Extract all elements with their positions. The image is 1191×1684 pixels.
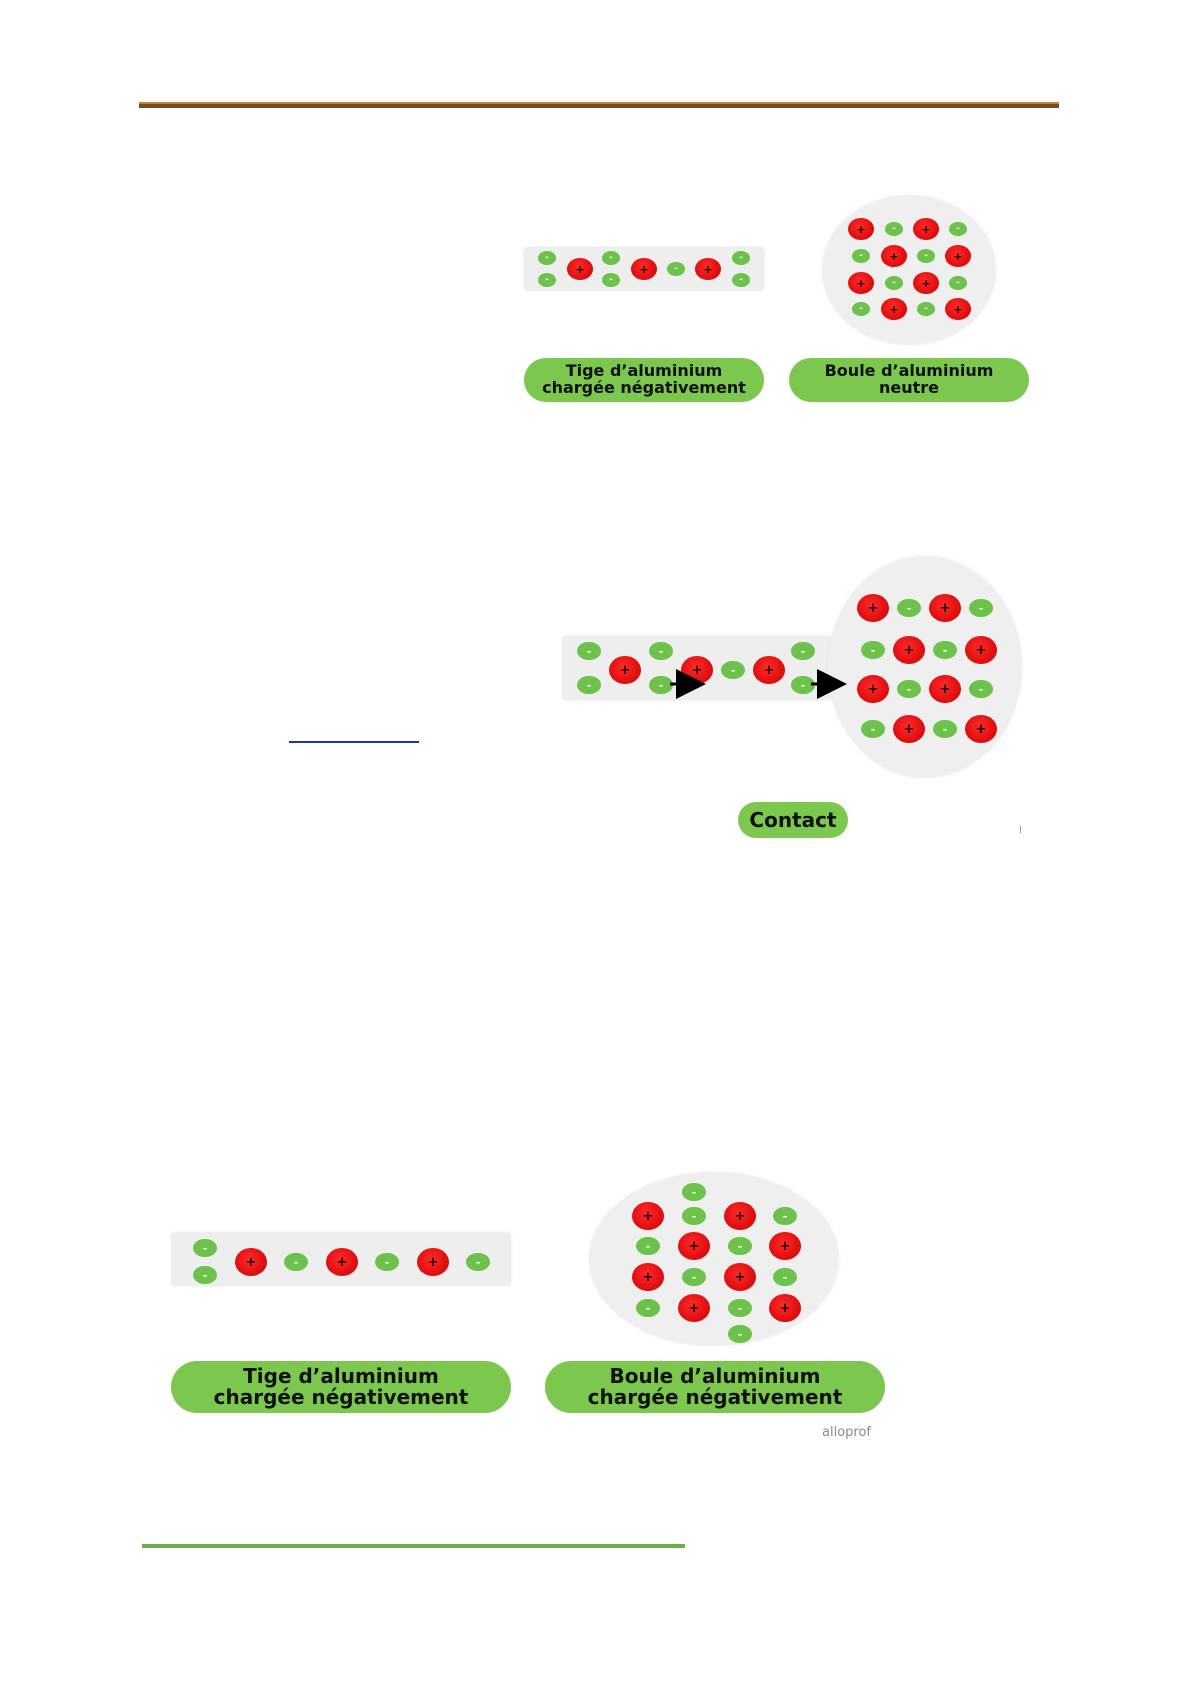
proton-plus-icon: + <box>631 258 657 280</box>
fig3-ball <box>589 1172 839 1346</box>
proton-plus-icon: + <box>416 1248 450 1276</box>
electron-minus-icon: - <box>728 1325 752 1343</box>
proton-plus-icon: + <box>892 636 926 664</box>
proton-plus-icon: + <box>964 636 998 664</box>
proton-plus-icon: + <box>325 1248 359 1276</box>
fig3-ball-label-line1: Boule d’aluminium <box>609 1364 821 1388</box>
proton-plus-icon: + <box>608 656 642 684</box>
proton-plus-icon: + <box>631 1263 665 1291</box>
proton-plus-icon: + <box>856 675 890 703</box>
electron-minus-icon: - <box>636 1237 660 1255</box>
proton-plus-icon: + <box>695 258 721 280</box>
stray-mark <box>1020 826 1021 833</box>
electron-minus-icon: - <box>375 1253 399 1271</box>
electron-minus-icon: - <box>577 676 601 694</box>
electron-minus-icon: - <box>537 273 557 287</box>
fig1-rod-label-line1: Tige d’aluminium <box>565 361 723 381</box>
fig3-rod-label-line2: chargée négativement <box>213 1385 469 1409</box>
electron-minus-icon: - <box>601 251 621 265</box>
fig1-ball-label-line1: Boule d’aluminium <box>824 361 994 381</box>
proton-plus-icon: + <box>856 594 890 622</box>
electron-minus-icon: - <box>773 1207 797 1225</box>
electron-minus-icon: - <box>682 1207 706 1225</box>
electron-minus-icon: - <box>897 599 921 617</box>
electron-minus-icon: - <box>884 276 904 290</box>
fig2-contact-label: Contact <box>738 802 848 838</box>
fig1-ball-label-line2: neutre <box>878 378 940 397</box>
proton-plus-icon: + <box>892 715 926 743</box>
electron-minus-icon: - <box>861 641 885 659</box>
electron-minus-icon: - <box>851 302 871 316</box>
proton-plus-icon: + <box>945 298 971 320</box>
proton-plus-icon: + <box>913 218 939 240</box>
electron-minus-icon: - <box>577 642 601 660</box>
electron-minus-icon: - <box>948 276 968 290</box>
electron-minus-icon: - <box>682 1268 706 1286</box>
proton-plus-icon: + <box>631 1202 665 1230</box>
electron-minus-icon: - <box>731 273 751 287</box>
electron-minus-icon: - <box>682 1183 706 1201</box>
fig2-contact-label-text: Contact <box>749 807 837 832</box>
electron-minus-icon: - <box>884 222 904 236</box>
proton-plus-icon: + <box>848 272 874 294</box>
electron-minus-icon: - <box>466 1253 490 1271</box>
hyperlink-underline[interactable] <box>289 741 419 743</box>
proton-plus-icon: + <box>768 1232 802 1260</box>
proton-plus-icon: + <box>881 298 907 320</box>
electron-minus-icon: - <box>728 1299 752 1317</box>
electron-minus-icon: - <box>728 1237 752 1255</box>
electron-minus-icon: - <box>791 642 815 660</box>
electron-minus-icon: - <box>916 302 936 316</box>
electron-minus-icon: - <box>193 1239 217 1257</box>
proton-plus-icon: + <box>723 1263 757 1291</box>
electron-minus-icon: - <box>193 1266 217 1284</box>
electron-minus-icon: - <box>791 676 815 694</box>
electron-minus-icon: - <box>284 1253 308 1271</box>
electron-minus-icon: - <box>933 641 957 659</box>
footer-rule <box>142 1544 685 1548</box>
proton-plus-icon: + <box>677 1232 711 1260</box>
electron-minus-icon: - <box>649 676 673 694</box>
electron-minus-icon: - <box>601 273 621 287</box>
proton-plus-icon: + <box>913 272 939 294</box>
electron-minus-icon: - <box>969 599 993 617</box>
fig3-ball-label-line2: chargée négativement <box>587 1385 843 1409</box>
proton-plus-icon: + <box>848 218 874 240</box>
electron-minus-icon: - <box>636 1299 660 1317</box>
electron-minus-icon: - <box>537 251 557 265</box>
electron-minus-icon: - <box>649 642 673 660</box>
proton-plus-icon: + <box>945 245 971 267</box>
proton-plus-icon: + <box>881 245 907 267</box>
proton-plus-icon: + <box>964 715 998 743</box>
header-rule <box>139 102 1059 108</box>
proton-plus-icon: + <box>928 675 962 703</box>
electron-minus-icon: - <box>969 680 993 698</box>
electron-minus-icon: - <box>933 720 957 738</box>
proton-plus-icon: + <box>567 258 593 280</box>
electron-minus-icon: - <box>916 249 936 263</box>
electron-minus-icon: - <box>666 262 686 276</box>
fig3-rod-label-line1: Tige d’aluminium <box>243 1364 439 1388</box>
fig1-rod-label-line2: chargée négativement <box>542 378 746 397</box>
fig2-ball <box>828 556 1022 778</box>
electron-minus-icon: - <box>861 720 885 738</box>
proton-plus-icon: + <box>723 1202 757 1230</box>
electron-minus-icon: - <box>851 249 871 263</box>
electron-minus-icon: - <box>948 222 968 236</box>
proton-plus-icon: + <box>768 1294 802 1322</box>
electron-minus-icon: - <box>731 251 751 265</box>
alloprof-logo: alloprof <box>822 1425 871 1440</box>
proton-plus-icon: + <box>677 1294 711 1322</box>
electron-minus-icon: - <box>773 1268 797 1286</box>
electron-minus-icon: - <box>897 680 921 698</box>
proton-plus-icon: + <box>752 656 786 684</box>
electron-minus-icon: - <box>721 661 745 679</box>
proton-plus-icon: + <box>234 1248 268 1276</box>
proton-plus-icon: + <box>928 594 962 622</box>
